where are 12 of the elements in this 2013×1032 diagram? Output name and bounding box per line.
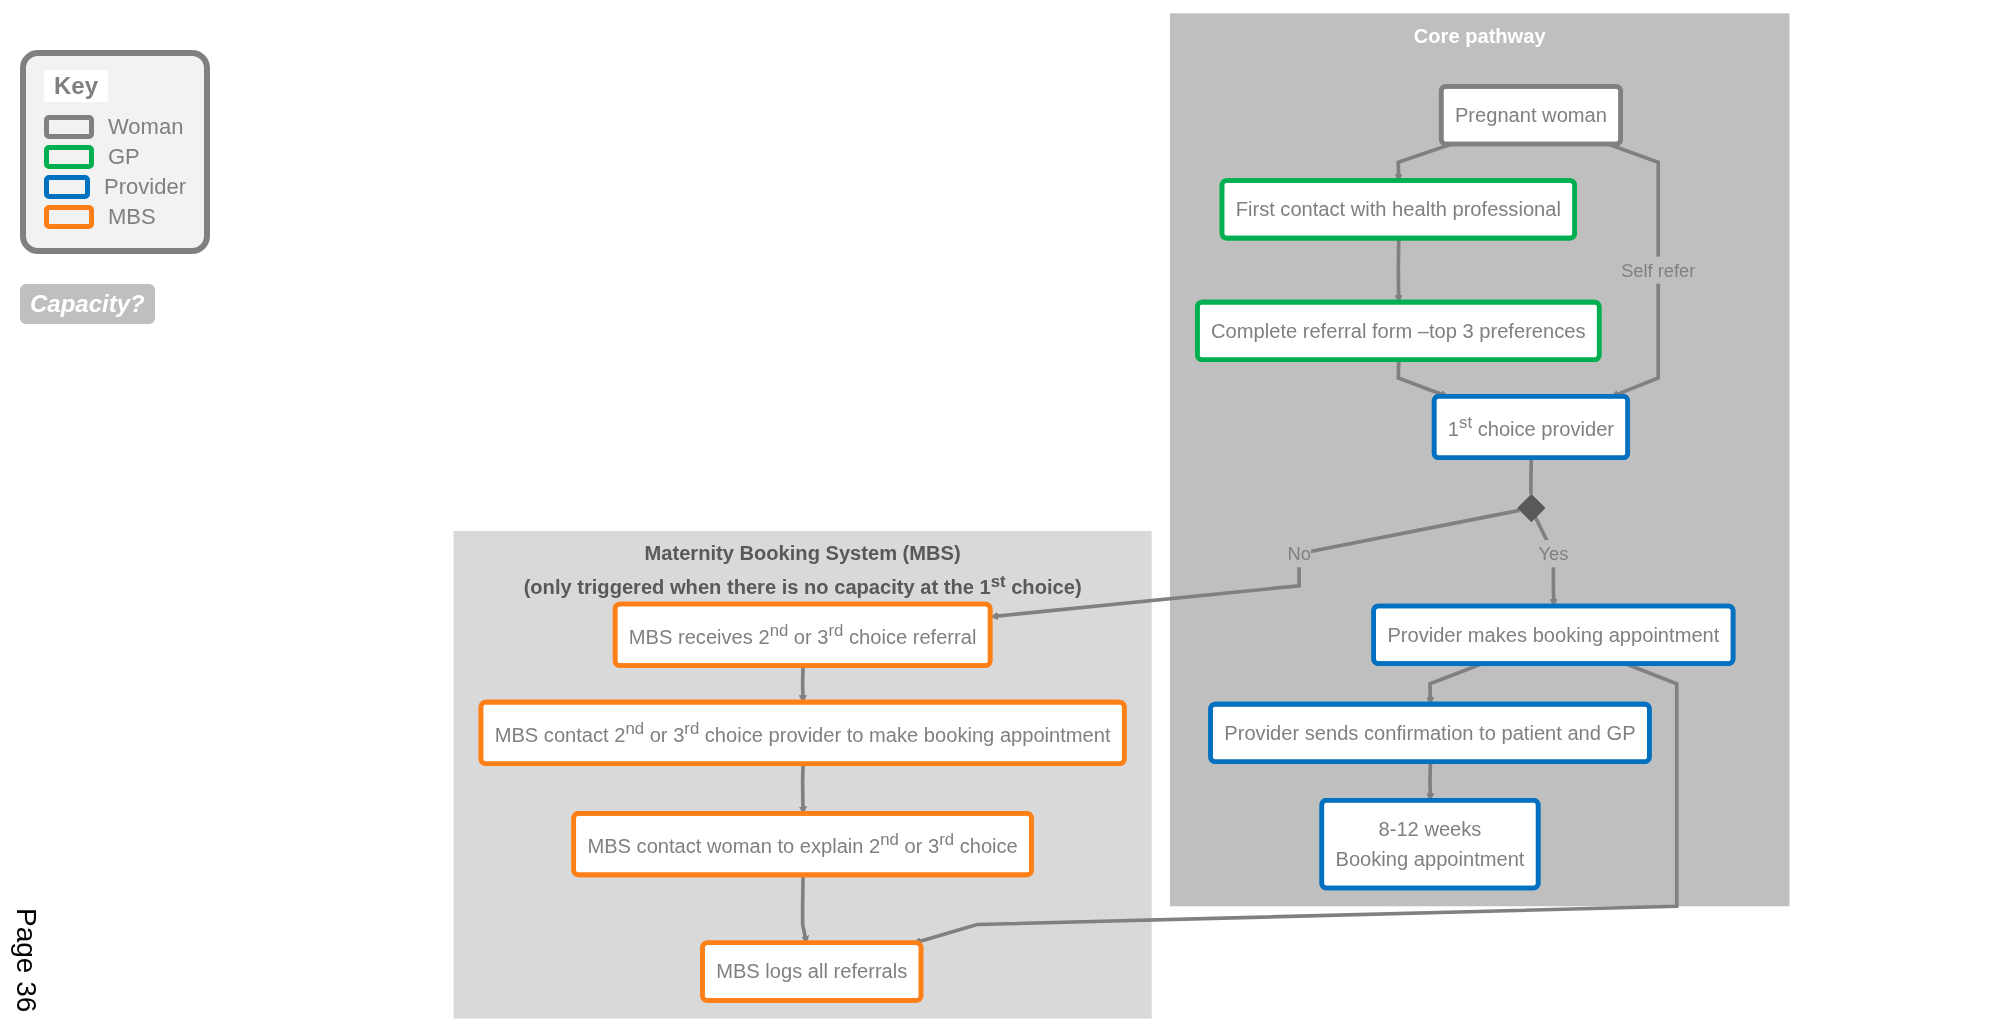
legend-label: Woman [108, 114, 184, 140]
legend-label: MBS [108, 204, 156, 230]
question-label: Capacity? [20, 284, 155, 324]
legend-label: Provider [104, 174, 186, 200]
edge-label: Yes [1538, 543, 1569, 564]
node-diamond [1517, 493, 1546, 523]
edge-label: Self refer [1621, 260, 1696, 281]
edge-label: No [1287, 543, 1311, 564]
legend-label: GP [108, 144, 140, 170]
page-number: Page 36 [10, 907, 42, 1012]
connector [1529, 458, 1534, 495]
legend-title: Key [44, 70, 109, 102]
